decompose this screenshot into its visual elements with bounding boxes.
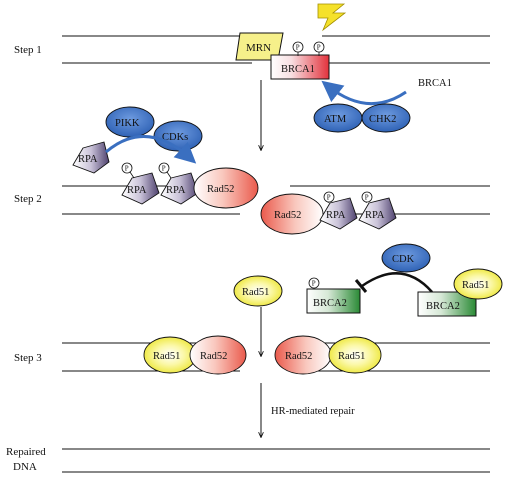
rpa-bound: RPA bbox=[160, 172, 199, 205]
brca1-side-label: BRCA1 bbox=[418, 78, 452, 89]
step-3-label: Step 3 bbox=[14, 352, 42, 364]
svg-text:RPA: RPA bbox=[127, 185, 147, 196]
atm-kinase: ATM bbox=[313, 103, 363, 133]
chk2-kinase: CHK2 bbox=[361, 103, 411, 133]
svg-text:Rad52: Rad52 bbox=[274, 210, 301, 221]
rpa-label: RPA bbox=[78, 154, 98, 165]
step-1-dna bbox=[62, 35, 490, 64]
svg-text:Rad51: Rad51 bbox=[338, 351, 365, 362]
svg-text:RPA: RPA bbox=[326, 210, 346, 221]
svg-text:Rad52: Rad52 bbox=[200, 351, 227, 362]
svg-text:BRCA2: BRCA2 bbox=[313, 298, 347, 309]
brca2-protein: BRCA2 bbox=[306, 288, 361, 314]
svg-text:P: P bbox=[125, 165, 129, 173]
svg-text:Rad52: Rad52 bbox=[285, 351, 312, 362]
brca1-label: BRCA1 bbox=[281, 64, 315, 75]
cdks-label: CDKs bbox=[162, 132, 188, 143]
rad52-protein: Rad52 bbox=[189, 335, 247, 375]
rpa-bound: RPA bbox=[319, 197, 358, 230]
rad51-protein: Rad51 bbox=[453, 268, 503, 300]
phospho-icon: P bbox=[292, 41, 304, 56]
rad51-protein: Rad51 bbox=[143, 336, 197, 374]
phospho-icon: P bbox=[323, 191, 335, 204]
rpa-bound: RPA bbox=[121, 172, 160, 205]
repaired-dna bbox=[62, 448, 490, 473]
cdks-kinase: CDKs bbox=[153, 120, 203, 152]
phospho-icon: P bbox=[308, 277, 320, 289]
svg-text:P: P bbox=[162, 165, 166, 173]
svg-text:CDK: CDK bbox=[392, 254, 415, 265]
inhibition-bar bbox=[354, 279, 368, 293]
brca1-protein: BRCA1 bbox=[270, 54, 330, 80]
inhibition-arrow bbox=[361, 272, 433, 293]
cdk-kinase: CDK bbox=[381, 243, 431, 273]
phospho-icon: P bbox=[158, 162, 172, 179]
dna-label: DNA bbox=[13, 461, 37, 473]
rad51-protein: Rad51 bbox=[233, 275, 283, 307]
rad52-protein: Rad52 bbox=[193, 167, 259, 209]
svg-text:RPA: RPA bbox=[166, 185, 186, 196]
pikk-kinase: PIKK bbox=[105, 106, 155, 138]
chk2-label: CHK2 bbox=[369, 114, 396, 125]
phospho-icon: P bbox=[313, 41, 325, 56]
step-1-label: Step 1 bbox=[14, 44, 42, 56]
svg-text:Rad51: Rad51 bbox=[462, 280, 489, 291]
phosphorylation-arrow bbox=[321, 80, 407, 106]
hr-repair-label: HR-mediated repair bbox=[271, 406, 355, 417]
phospho-icon: P bbox=[361, 191, 373, 204]
svg-text:P: P bbox=[317, 44, 321, 52]
rpa-free: RPA bbox=[72, 141, 110, 174]
rad52-protein: Rad52 bbox=[274, 335, 332, 375]
mrn-label: MRN bbox=[246, 42, 271, 54]
pikk-label: PIKK bbox=[115, 118, 140, 129]
rad51-protein: Rad51 bbox=[328, 336, 382, 374]
step-2-label: Step 2 bbox=[14, 193, 42, 205]
phospho-icon: P bbox=[121, 162, 135, 179]
svg-text:P: P bbox=[327, 194, 331, 202]
svg-text:P: P bbox=[365, 194, 369, 202]
rad52-protein: Rad52 bbox=[260, 193, 324, 235]
atm-label: ATM bbox=[324, 114, 347, 125]
svg-text:BRCA2: BRCA2 bbox=[426, 301, 460, 312]
phosphorylation-arrow bbox=[105, 134, 197, 164]
svg-text:RPA: RPA bbox=[365, 210, 385, 221]
repaired-label: Repaired bbox=[6, 446, 46, 458]
svg-text:Rad51: Rad51 bbox=[153, 351, 180, 362]
svg-text:Rad51: Rad51 bbox=[242, 287, 269, 298]
rpa-bound: RPA bbox=[358, 197, 397, 230]
svg-text:Rad52: Rad52 bbox=[207, 184, 234, 195]
svg-text:P: P bbox=[312, 280, 316, 288]
svg-text:P: P bbox=[296, 44, 300, 52]
lightning-icon bbox=[317, 3, 347, 32]
